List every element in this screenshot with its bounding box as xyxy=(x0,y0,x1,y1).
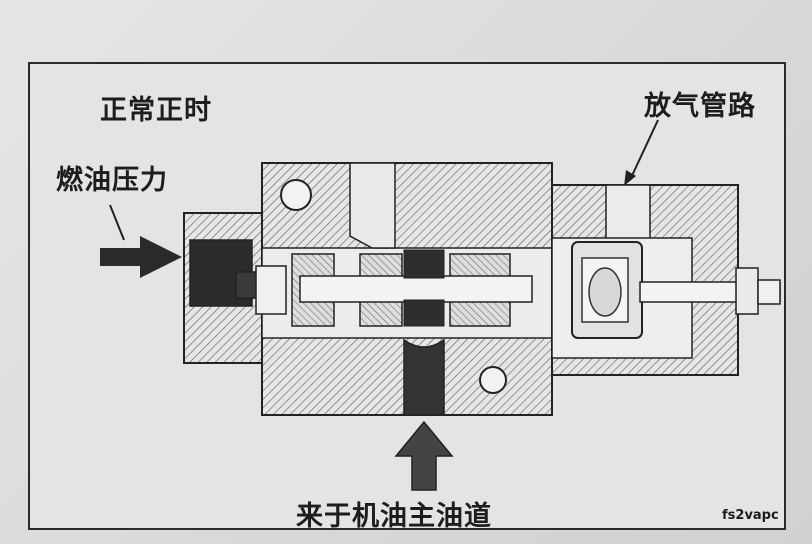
fuel-pressure-label: 燃油压力 xyxy=(56,165,168,196)
figure-code: fs2vapc xyxy=(722,508,779,523)
oil-source-label: 来于机油主油道 xyxy=(296,501,492,532)
normal-timing-label: 正常正时 xyxy=(100,95,212,126)
vent-pipe-label: 放气管路 xyxy=(644,91,756,122)
vent-pipe-leader xyxy=(629,119,659,181)
oil-channel xyxy=(403,338,445,416)
vent-pipe-arrowhead xyxy=(624,170,636,186)
fuel-pressure-leader xyxy=(109,204,125,241)
vent-body xyxy=(551,184,739,376)
fuel-inlet-arrow xyxy=(100,236,182,278)
adjust-screw xyxy=(639,267,781,315)
inlet-body xyxy=(183,212,267,364)
spool xyxy=(255,249,533,327)
bottom-arrow xyxy=(394,420,454,491)
